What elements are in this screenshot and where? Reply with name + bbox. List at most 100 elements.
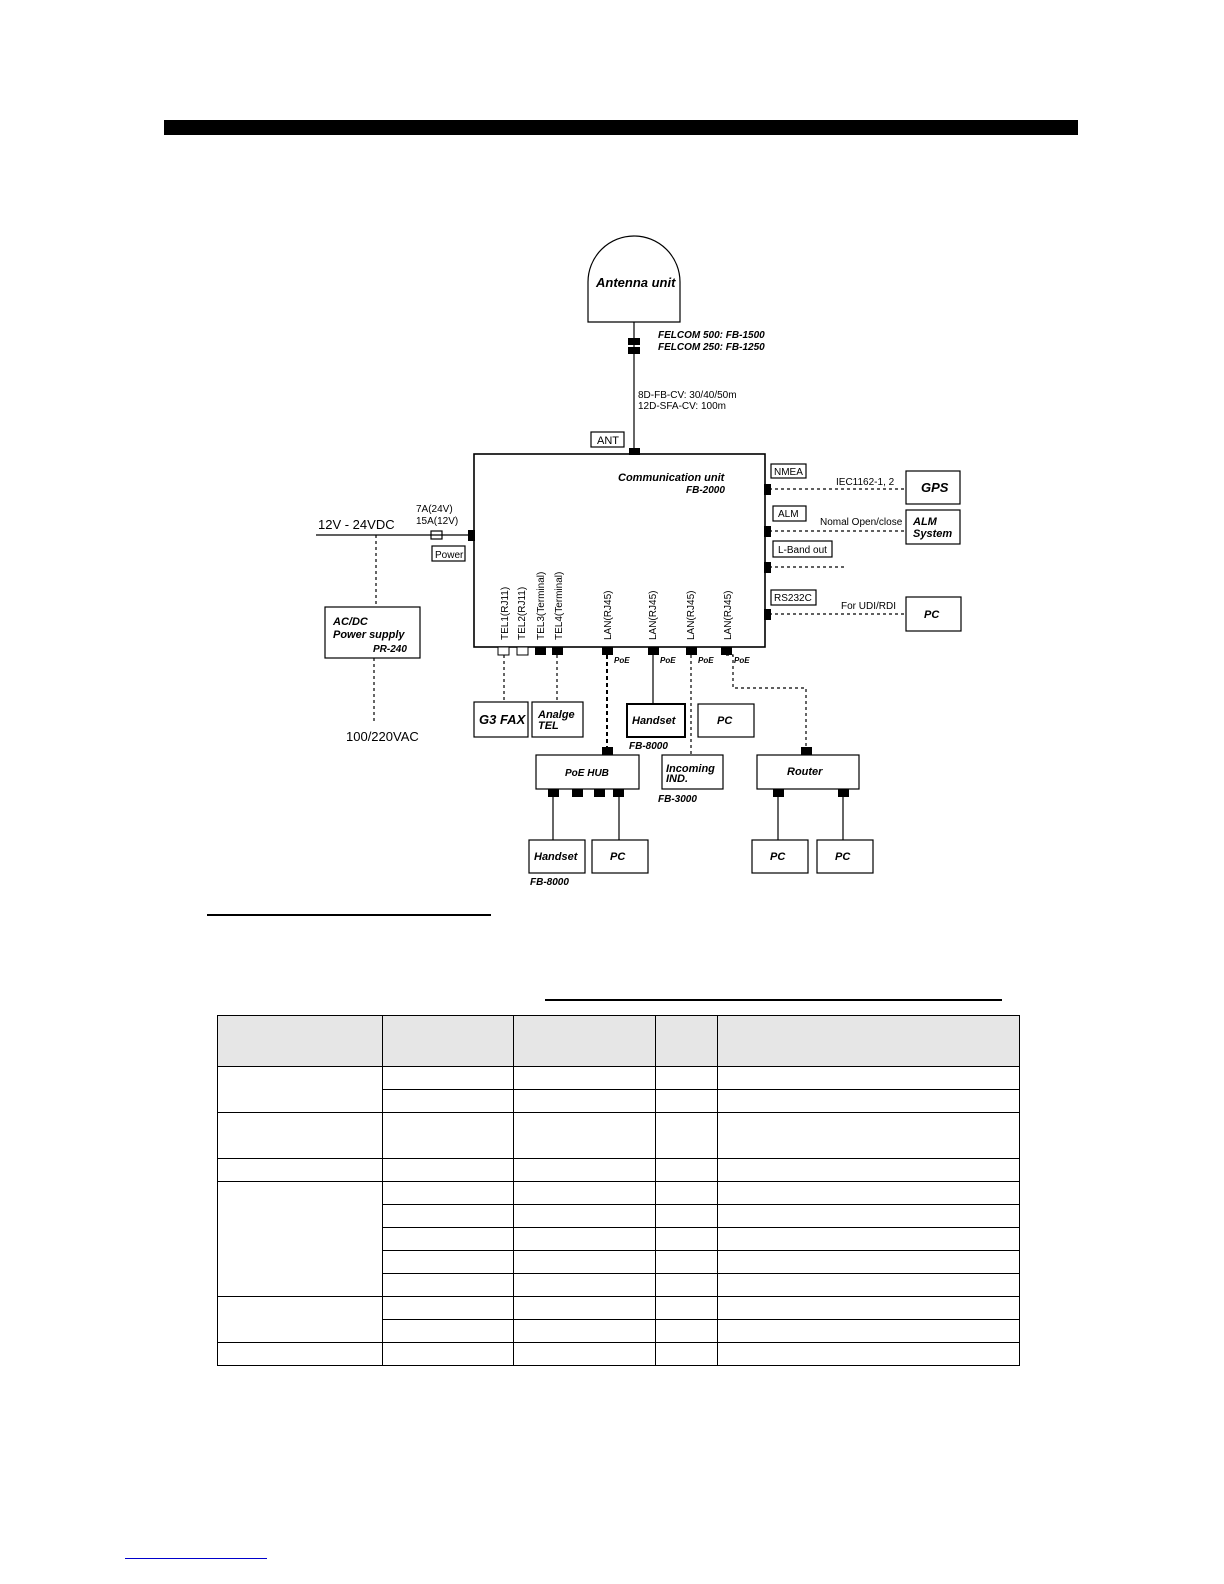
table-cell [717,1204,1020,1228]
table-row [218,1319,1020,1343]
table-cell [513,1342,656,1366]
ac-input-label: 100/220VAC [346,729,419,744]
table-cell [382,1296,514,1320]
handset-label-2: Handset [534,851,579,863]
handset-box-2 [528,839,586,874]
acdc-power-supply-box [324,606,421,659]
table-row [218,1227,1020,1251]
port-tel3-label: TEL3(Terminal) [536,572,547,640]
table-cell [655,1204,718,1228]
table-cell [717,1273,1020,1297]
incoming-model: FB-3000 [658,794,697,805]
table-cell [382,1319,514,1343]
table-cell [382,1342,514,1366]
pc-box-lan [697,703,755,738]
pc-box-router-1 [751,839,809,874]
fuse-label-1: 7A(24V) [416,504,453,515]
antenna-unit-shape [587,235,681,323]
antenna-model-1: FELCOM 500: FB-1500 [658,330,765,341]
table-row [218,1273,1020,1297]
table-cell [513,1273,656,1297]
table-cell [217,1296,383,1343]
incoming-ind-box [661,754,724,790]
table-cell [717,1158,1020,1182]
table-cell [717,1342,1020,1366]
table-cell [513,1112,656,1159]
table-cell [382,1273,514,1297]
table-row [217,1066,1020,1113]
table-cell [217,1181,383,1297]
table-cell [655,1250,718,1274]
pc-label-lan: PC [717,715,733,727]
comm-unit-model: FB-2000 [686,485,725,496]
pc-label-right: PC [924,609,940,621]
acdc-model-label: PR-240 [373,644,407,655]
table-cell [382,1089,514,1113]
table-row [218,1250,1020,1274]
handset-box-1 [626,703,686,738]
table-cell [513,1181,656,1205]
port-lan2-label: LAN(RJ45) [648,591,659,640]
table-header-cell [382,1015,514,1067]
table-cell [655,1066,718,1090]
pc-label-router-2: PC [835,851,851,863]
rs232c-port-label: RS232C [774,593,812,604]
table-cell [513,1066,656,1090]
table-cell [513,1250,656,1274]
gps-label: GPS [921,480,949,495]
gps-standard-label: IEC1162-1, 2 [836,477,895,488]
footer-link-underline[interactable] [125,1558,267,1559]
table-header-row [217,1015,1020,1067]
acdc-label-2: Power supply [333,629,405,641]
table-cell [513,1227,656,1251]
acdc-label-1: AC/DC [332,616,369,628]
spec-table [217,1015,1020,1366]
handset-model-2: FB-8000 [530,877,569,888]
cable-spec-2: 12D-SFA-CV: 100m [638,401,726,412]
port-lan1-label: LAN(RJ45) [603,591,614,640]
table-cell [513,1204,656,1228]
pc-label-hub: PC [610,851,626,863]
router-label: Router [787,766,823,778]
pc-box-hub [591,839,649,874]
dc-input-label: 12V - 24VDC [318,517,395,532]
table-cell [655,1158,718,1182]
port-lan4-label: LAN(RJ45) [723,591,734,640]
port-tel2-label: TEL2(RJ11) [517,587,528,640]
table-cell [513,1319,656,1343]
pc-box-right [905,596,962,632]
table-header-cell [655,1015,718,1067]
alm-system-label-1: ALM [912,516,938,528]
table-header-cell [217,1015,383,1067]
table-cell [717,1250,1020,1274]
alm-system-box [905,509,961,545]
alm-note-label: Nomal Open/close [820,517,903,528]
table-cell [382,1181,514,1205]
table-cell [513,1158,656,1182]
table-cell [655,1296,718,1320]
nmea-port-label: NMEA [774,467,803,478]
g3-fax-box [473,701,529,738]
pc-note-label: For UDI/RDI [841,601,896,612]
table-row [217,1158,1020,1182]
alm-port-label: ALM [778,509,799,520]
system-diagram: Antenna unit FELCOM 500: FB-1500 FELCOM … [316,235,962,888]
table-cell [217,1066,383,1113]
communication-unit-box [473,453,766,648]
table-cell [717,1227,1020,1251]
table-cell [382,1250,514,1274]
table-header-cell [717,1015,1020,1067]
port-lan3-label: LAN(RJ45) [686,591,697,640]
table-cell [655,1273,718,1297]
table-cell [382,1204,514,1228]
incoming-label-1: Incoming [666,763,715,775]
analog-tel-label-1: Analge [537,709,575,721]
table-row [218,1204,1020,1228]
table-cell [655,1319,718,1343]
table-cell [382,1112,514,1159]
table-cell [717,1066,1020,1090]
table-cell [217,1112,383,1159]
ant-port-label: ANT [597,435,619,447]
antenna-unit-label: Antenna unit [595,275,676,290]
poe-label-1: PoE [614,656,630,665]
